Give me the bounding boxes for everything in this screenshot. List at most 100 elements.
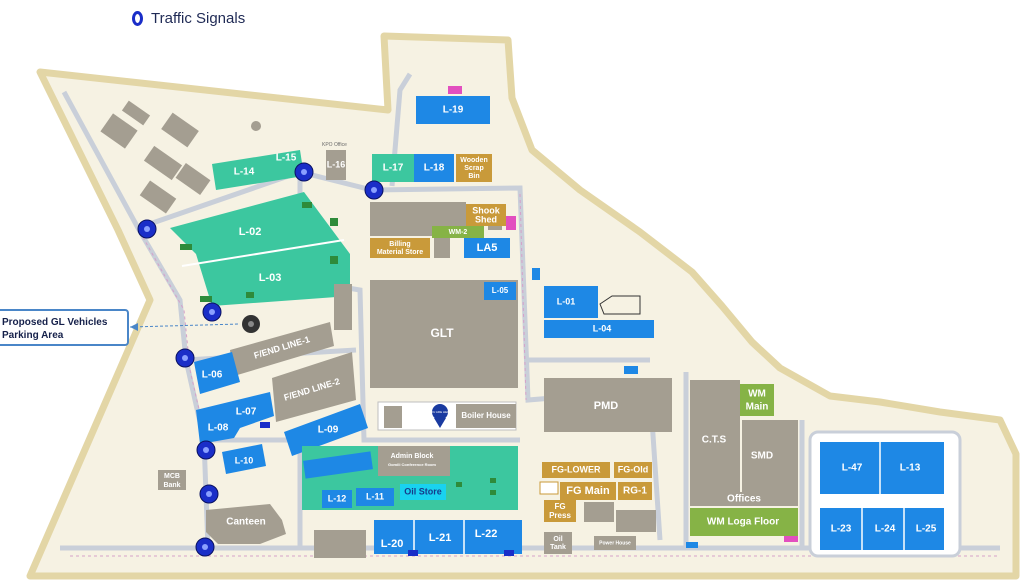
callout-arrow-icon [130, 323, 138, 331]
marker [506, 216, 516, 230]
svg-text:L-17: L-17 [383, 163, 404, 174]
building-l07-l08[interactable]: L-08 L-07 [196, 392, 274, 444]
svg-text:L-11: L-11 [366, 491, 384, 501]
svg-text:MCB: MCB [164, 473, 180, 480]
offices[interactable]: Offices [690, 492, 798, 506]
building-l10[interactable]: L-10 [222, 444, 266, 474]
svg-text:L-15: L-15 [276, 153, 297, 164]
svg-text:PMD: PMD [594, 400, 619, 412]
marker [686, 542, 698, 548]
fg-lower[interactable]: FG-LOWER [542, 462, 610, 478]
power-house[interactable]: Power House [594, 536, 636, 550]
marker [260, 422, 270, 428]
svg-text:L-20: L-20 [381, 538, 404, 550]
outline-structure [599, 295, 641, 315]
svg-text:Bank: Bank [163, 482, 180, 489]
marker [784, 536, 798, 542]
building-smd[interactable]: SMD [742, 420, 798, 506]
svg-text:WM: WM [748, 389, 766, 400]
svg-text:Shook: Shook [472, 205, 500, 215]
svg-text:L-19: L-19 [443, 105, 464, 116]
small-block [539, 481, 559, 495]
loading-docks [180, 202, 338, 302]
parking-area-marker-center [248, 321, 254, 327]
building-l01[interactable]: L-01 [544, 286, 598, 318]
marker [448, 86, 462, 94]
legend: Traffic Signals [132, 10, 245, 27]
marker [624, 366, 638, 374]
building-l05[interactable]: L-05 [484, 282, 516, 300]
building-la5[interactable]: LA5 [434, 238, 510, 258]
svg-text:SMD: SMD [751, 451, 773, 462]
svg-text:Power House: Power House [599, 540, 631, 546]
admin-block[interactable]: Admin Block Gomili Conference Room [378, 446, 450, 476]
building-l14-l15[interactable]: L-14 L-15 [212, 150, 304, 190]
svg-text:WM Loga Floor: WM Loga Floor [707, 517, 779, 528]
svg-text:L-23: L-23 [831, 524, 852, 535]
wm-main[interactable]: WM Main [740, 384, 774, 416]
fg-main[interactable]: FG Main [560, 482, 616, 500]
svg-text:Canteen: Canteen [226, 517, 265, 528]
traffic-signal-icon [199, 484, 219, 504]
building-l17[interactable]: L-17 [372, 154, 414, 182]
building-l19[interactable]: L-19 [416, 96, 490, 124]
mcb-bank[interactable]: MCB Bank [158, 470, 186, 490]
building-l16[interactable]: L-16 [326, 150, 346, 180]
markers [408, 550, 514, 556]
building-l47-l13[interactable]: L-47 L-13 [820, 442, 944, 494]
billing-material-store[interactable]: Billing Material Store [370, 238, 430, 258]
building-cts[interactable]: C.T.S [690, 380, 740, 506]
svg-text:FG: FG [554, 502, 565, 511]
svg-text:Scrap: Scrap [464, 165, 483, 172]
svg-text:L-13: L-13 [900, 463, 921, 474]
svg-text:Press: Press [549, 511, 571, 520]
fend-line-2[interactable]: F/END LINE-2 [272, 352, 356, 422]
svg-text:L-07: L-07 [236, 407, 257, 418]
gray-block [314, 530, 366, 558]
svg-text:Boiler House: Boiler House [461, 411, 511, 420]
svg-text:FG Main: FG Main [566, 485, 610, 497]
building-l11[interactable]: L-11 [356, 488, 394, 506]
legend-label: Traffic Signals [151, 10, 246, 27]
wm2-block[interactable]: WM-2 [432, 226, 484, 238]
canteen[interactable]: Canteen [206, 504, 286, 544]
shook-shed[interactable]: Shook Shed [466, 204, 506, 226]
building-l02-l03[interactable]: L-02 L-03 [170, 192, 350, 306]
building-l18[interactable]: L-18 [414, 154, 454, 182]
building-l20-l22[interactable]: L-20 L-21 L-22 [374, 520, 522, 554]
svg-text:Tank: Tank [550, 544, 566, 551]
svg-text:Billing: Billing [389, 241, 410, 248]
svg-text:L-16: L-16 [327, 159, 346, 169]
svg-text:RG-1: RG-1 [623, 486, 647, 497]
svg-text:Bin: Bin [468, 173, 479, 180]
svg-text:L-21: L-21 [429, 532, 452, 544]
svg-text:YOU ARE HERE: YOU ARE HERE [429, 410, 452, 414]
svg-text:Main: Main [746, 402, 769, 413]
building-l09[interactable]: L-09 [284, 404, 368, 456]
building-pmd[interactable]: PMD [544, 378, 672, 432]
building-l04[interactable]: L-04 [544, 320, 654, 338]
oil-tank[interactable]: Oil Tank [544, 532, 572, 554]
service-block [334, 284, 352, 330]
wooden-scrap-bin[interactable]: Wooden Scrap Bin [456, 154, 492, 182]
building-l23-l25[interactable]: L-23 L-24 L-25 [820, 508, 944, 550]
svg-text:Gomili Conference Room: Gomili Conference Room [388, 462, 436, 467]
you-are-here-marker: YOU ARE HERE [429, 404, 452, 428]
oil-store[interactable]: Oil Store [400, 484, 446, 500]
svg-text:Admin Block: Admin Block [391, 453, 434, 460]
wm-loga-floor[interactable]: WM Loga Floor [690, 508, 798, 536]
fg-old[interactable]: FG-Old [614, 462, 652, 478]
traffic-signal-icon [364, 180, 384, 200]
boiler-house[interactable]: Boiler House [377, 401, 517, 431]
fg-press[interactable]: FG Press [544, 500, 576, 522]
building-l12[interactable]: L-12 [322, 490, 352, 508]
traffic-signals[interactable] [137, 162, 384, 557]
svg-text:L-14: L-14 [234, 167, 255, 178]
svg-text:L-12: L-12 [328, 493, 347, 503]
svg-text:L-04: L-04 [593, 323, 612, 333]
rg1[interactable]: RG-1 [618, 482, 652, 500]
building-l06[interactable]: L-06 [194, 352, 240, 394]
svg-text:Material Store: Material Store [377, 249, 423, 256]
traffic-signal-legend-icon [132, 11, 143, 26]
traffic-signal-icon [175, 348, 195, 368]
